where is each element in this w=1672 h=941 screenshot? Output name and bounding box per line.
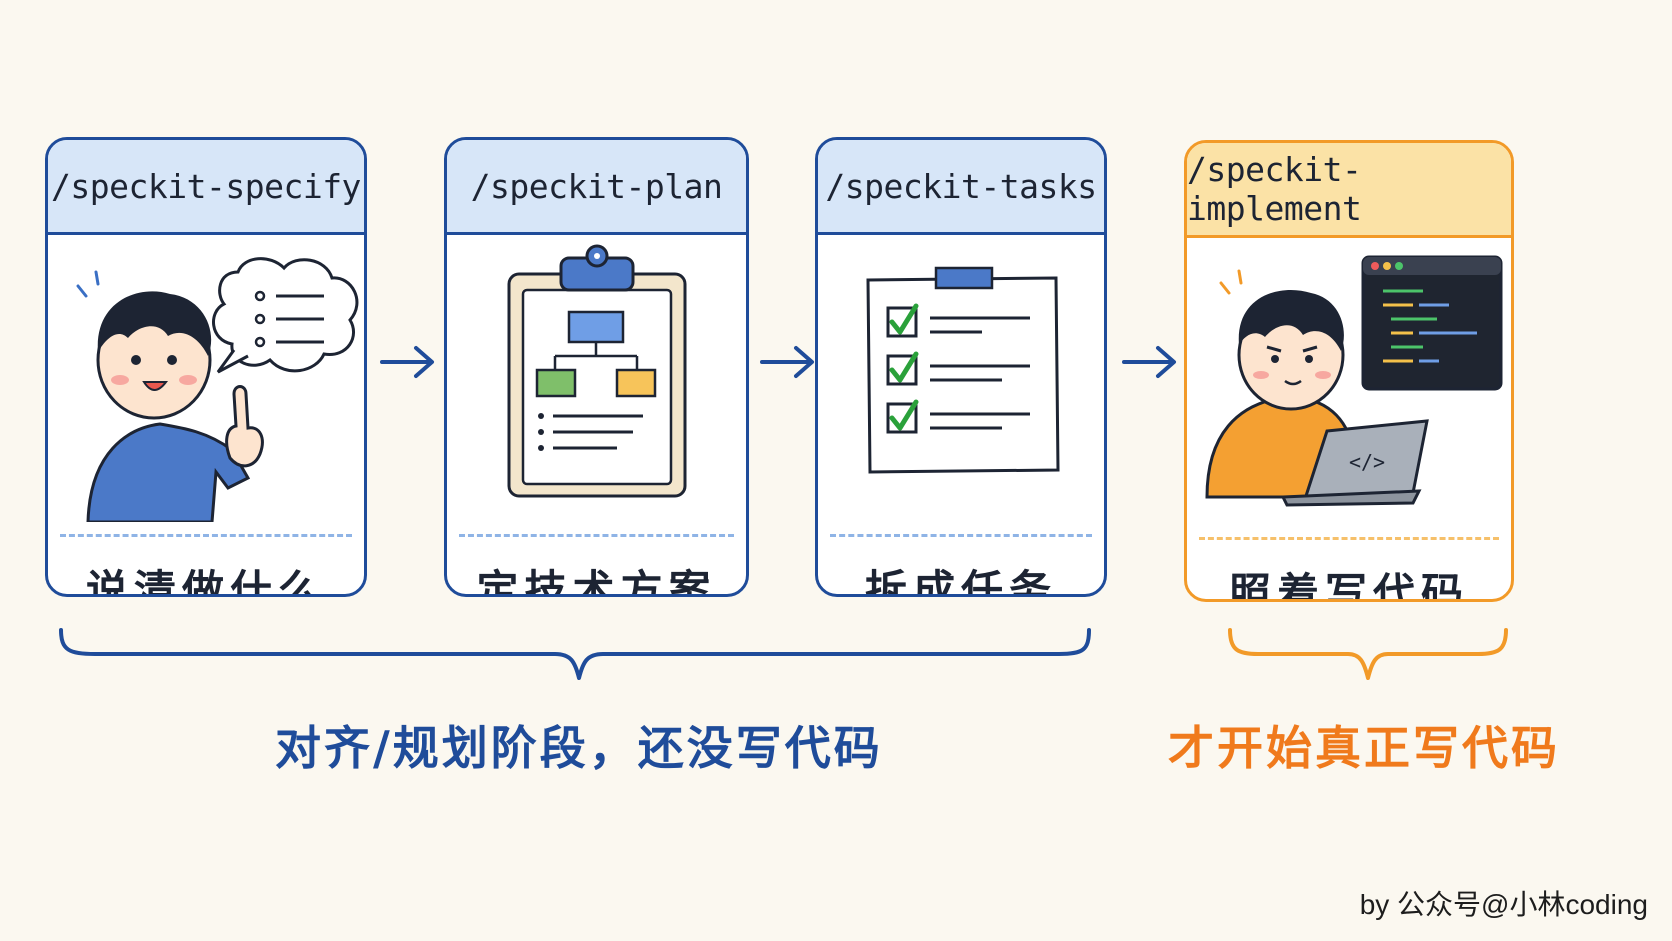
step-label-plan: 定技术方案	[476, 565, 717, 597]
checklist-icon	[818, 232, 1104, 522]
coding-phase-label: 才开始真正写代码	[1168, 721, 1560, 775]
svg-text:</>: </>	[1349, 450, 1385, 474]
arrow-right-icon	[1122, 346, 1176, 378]
step-label-implement: 照着写代码	[1228, 568, 1469, 602]
step-command-tasks: /speckit-tasks	[818, 140, 1104, 235]
step-card-plan: /speckit-plan 定技术方案	[444, 137, 749, 597]
author-credit: by 公众号@小林coding	[1359, 889, 1648, 920]
person-speech-bubble-icon	[48, 232, 364, 524]
clipboard-flowchart-icon	[447, 232, 746, 522]
coder-laptop-icon: </>	[1187, 235, 1511, 525]
planning-phase-label: 对齐/规划阶段，还没写代码	[275, 721, 883, 775]
step-command-plan: /speckit-plan	[447, 140, 746, 235]
step-command-implement: /speckit-implement	[1187, 143, 1511, 238]
arrow-right-icon	[380, 346, 434, 378]
card-divider	[60, 534, 352, 537]
step-card-tasks: /speckit-tasks 拆成任务	[815, 137, 1107, 597]
planning-phase-brace	[59, 628, 1091, 680]
card-divider	[459, 534, 734, 537]
step-card-implement: /speckit-implement	[1184, 140, 1514, 602]
card-divider	[830, 534, 1092, 537]
step-label-tasks: 拆成任务	[864, 565, 1057, 597]
step-card-specify: /speckit-specify 说	[45, 137, 367, 597]
arrow-right-icon	[760, 346, 814, 378]
coding-phase-brace	[1228, 628, 1508, 680]
card-divider	[1199, 537, 1499, 540]
step-label-specify: 说清做什么	[85, 565, 326, 597]
step-command-specify: /speckit-specify	[48, 140, 364, 235]
